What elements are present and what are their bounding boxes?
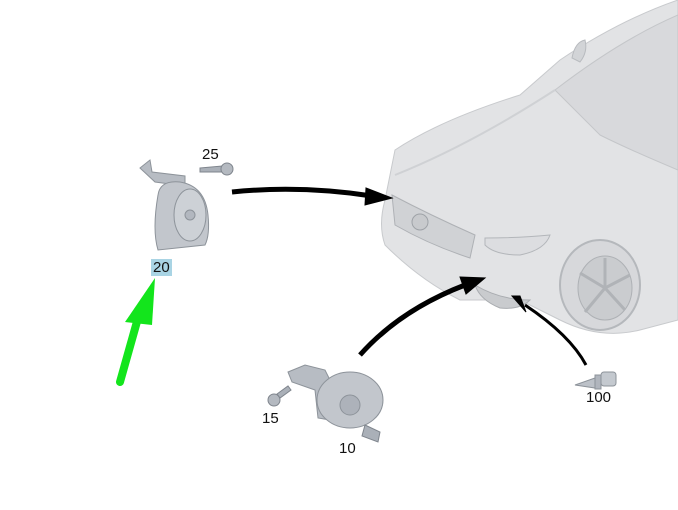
car-front-illustration (382, 0, 678, 333)
horn-10-part (288, 365, 383, 442)
horn-20-part (140, 160, 209, 250)
part-label-25: 25 (202, 147, 219, 162)
screw-15-part (268, 386, 291, 406)
part-label-15: 15 (262, 411, 279, 426)
part-label-10: 10 (339, 441, 356, 456)
rivet-100-part (575, 372, 616, 389)
screw-25-part (200, 163, 233, 175)
part-label-20: 20 (151, 259, 172, 276)
part-label-100: 100 (586, 390, 611, 405)
pointer-arrow-icon (120, 278, 155, 382)
